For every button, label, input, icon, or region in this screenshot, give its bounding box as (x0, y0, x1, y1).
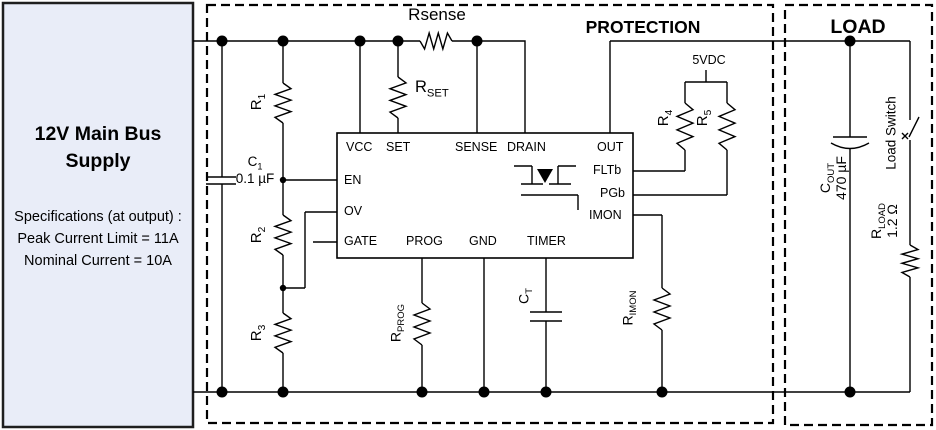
mosfet-icon (514, 165, 579, 210)
c1-capacitor (206, 41, 236, 392)
spec-line: Nominal Current = 10A (24, 253, 172, 269)
pin-imon: IMON (589, 208, 622, 222)
r4-branch (633, 82, 695, 172)
rimon-label: RIMON (619, 290, 640, 326)
output-rail (609, 40, 910, 133)
r1-resistor (272, 82, 294, 124)
5vdc-label: 5VDC (692, 53, 726, 67)
pin-ov: OV (344, 204, 363, 218)
pin-timer: TIMER (527, 234, 566, 248)
r2-resistor (272, 214, 294, 256)
top-rail (193, 30, 526, 133)
protection-title: PROTECTION (585, 17, 701, 37)
r5-label: R5 (693, 109, 714, 127)
5vdc-wire (685, 70, 727, 83)
rprog-branch (412, 258, 432, 392)
rload-resistor (899, 244, 921, 278)
rimon-resistor (652, 287, 672, 331)
rset-branch (387, 41, 409, 133)
r1-label: R1 (247, 93, 268, 111)
rset-resistor (387, 76, 409, 119)
pin-pgb: PGb (600, 186, 626, 200)
pin-en: EN (344, 173, 362, 187)
supply-specs: Specifications (at output) : Peak Curren… (3, 206, 193, 272)
pin-prog: PROG (406, 234, 443, 248)
ic-body (336, 132, 634, 259)
r4-label: R4 (654, 109, 675, 127)
ct-capacitor (530, 258, 562, 392)
load-switch-label: Load Switch (883, 96, 899, 170)
ct-label: CT (515, 288, 536, 304)
pin-drain: DRAIN (507, 140, 546, 154)
load-switch (901, 41, 920, 245)
load-title: LOAD (830, 16, 886, 38)
r3-resistor (272, 312, 294, 354)
c1-label: C1 0.1 µF (235, 154, 275, 186)
load-box-border (783, 3, 934, 427)
rsense-label: Rsense (408, 5, 466, 24)
pin-set: SET (386, 140, 411, 154)
pin-fltb: FLTb (593, 163, 622, 177)
r5-resistor (717, 102, 737, 151)
rprog-label: RPROG (387, 303, 408, 343)
junction-dots (216, 35, 856, 398)
rload-label: RLOAD 1.2 Ω (868, 202, 900, 240)
protection-box-border (205, 3, 775, 425)
r3-label: R3 (247, 324, 268, 342)
rsense-resistor (419, 30, 453, 52)
pin-gnd: GND (469, 234, 497, 248)
divider-branch (272, 41, 294, 392)
cout-capacitor (830, 41, 870, 392)
ov-wire (283, 211, 337, 289)
supply-title: 12V Main Bus Supply (34, 123, 162, 172)
supply-box (1, 1, 195, 429)
r5-branch (633, 82, 737, 196)
rload-branch (899, 244, 921, 392)
pin-out: OUT (597, 140, 624, 154)
rset-label: RSET (415, 78, 449, 100)
spec-line: Peak Current Limit = 11A (17, 231, 179, 247)
pin-sense: SENSE (455, 140, 498, 154)
rimon-branch (633, 214, 672, 392)
r2-label: R2 (247, 226, 268, 244)
cout-label: COUT 470 µF (817, 156, 849, 200)
r4-resistor (675, 102, 695, 151)
rprog-resistor (412, 302, 432, 346)
spec-line: Specifications (at output) : (14, 209, 182, 225)
pin-vcc: VCC (346, 140, 373, 154)
pin-gate: GATE (344, 234, 378, 248)
